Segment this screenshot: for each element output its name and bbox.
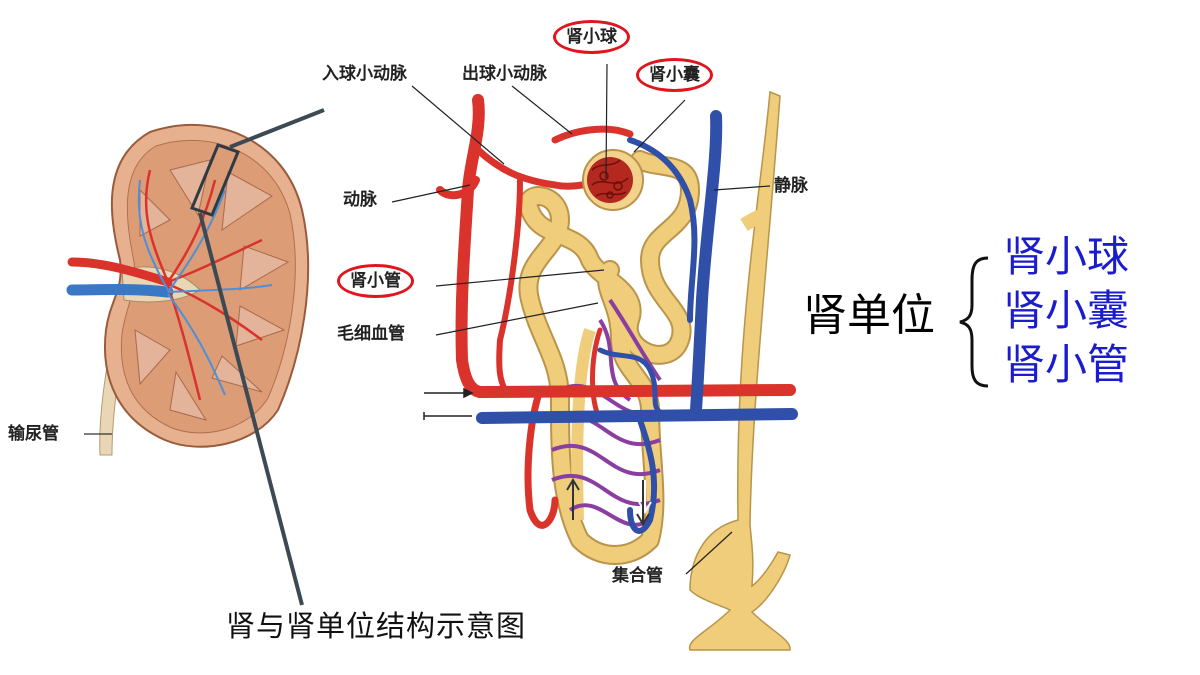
- label-vein: 静脉: [774, 176, 808, 196]
- label-efferent-arteriole: 出球小动脉: [462, 64, 547, 84]
- label-capillary: 毛细血管: [337, 324, 405, 344]
- label-ureter: 输尿管: [8, 424, 59, 444]
- label-afferent-arteriole: 入球小动脉: [322, 64, 407, 84]
- summary-brace: [959, 256, 989, 388]
- kidney-illustration: [66, 108, 325, 606]
- nephron-title: 肾单位: [803, 290, 935, 341]
- nephron-parts-list: 肾小球 肾小囊 肾小管: [1003, 230, 1129, 392]
- label-collecting-duct: 集合管: [612, 566, 663, 586]
- nephron-illustration: [391, 63, 798, 651]
- label-renal-corpuscle: 肾小球: [553, 20, 630, 54]
- diagram-caption: 肾与肾单位结构示意图: [226, 609, 527, 643]
- label-renal-tubule: 肾小管: [337, 264, 414, 298]
- part-bowman-capsule: 肾小囊: [1003, 286, 1130, 335]
- part-renal-tubule: 肾小管: [1003, 340, 1130, 389]
- label-bowman-capsule: 肾小囊: [636, 58, 713, 92]
- part-renal-corpuscle: 肾小球: [1003, 232, 1130, 281]
- label-artery: 动脉: [343, 190, 377, 210]
